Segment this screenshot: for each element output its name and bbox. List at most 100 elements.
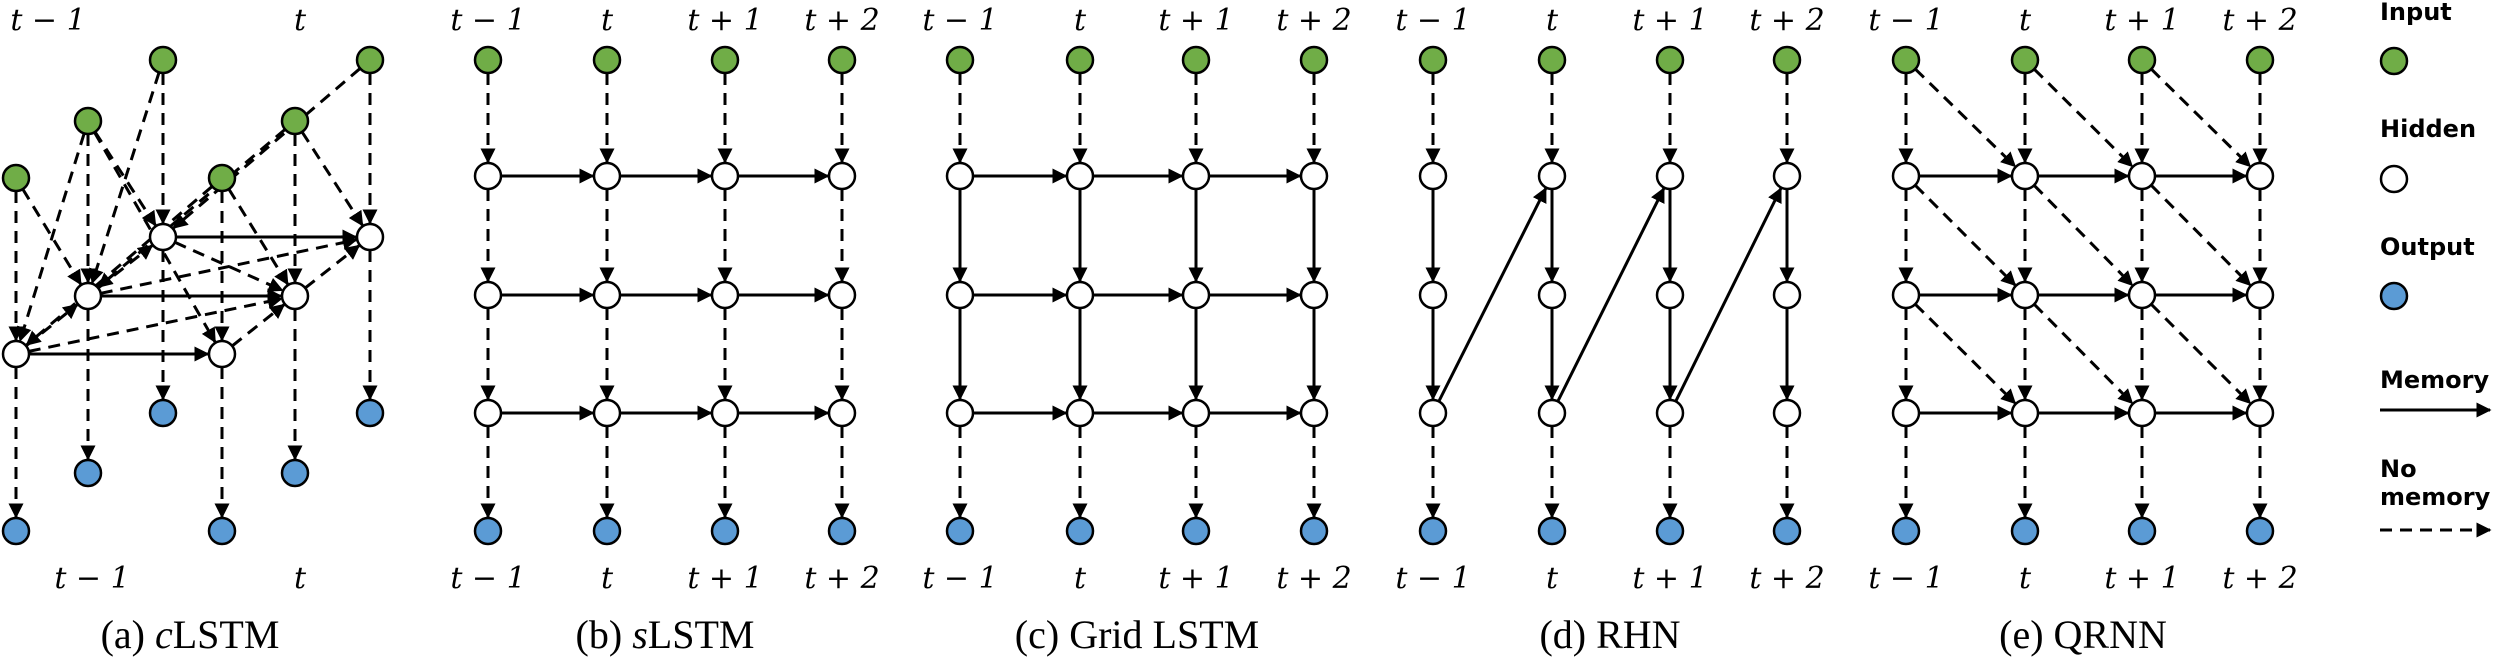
input-node xyxy=(945,45,975,75)
output-node xyxy=(1,516,31,546)
panel-e-time-labels: t − 1 t t + 1 t + 2 t − 1 t t + 1 t + 2 xyxy=(1868,3,2297,596)
hidden-node xyxy=(1299,398,1329,428)
input-node xyxy=(207,163,237,193)
no-memory-connection xyxy=(97,128,287,289)
time-label: t + 1 xyxy=(1158,561,1233,596)
hidden-node xyxy=(2127,398,2157,428)
hidden-node xyxy=(1891,161,1921,191)
legend-no-memory-label-2: memory xyxy=(2380,483,2491,511)
panel-b-time-labels: t − 1 t t + 1 t + 2 t − 1 t t + 1 t + 2 xyxy=(450,3,879,596)
input-node xyxy=(2245,45,2275,75)
output-node xyxy=(1181,516,1211,546)
hidden-node xyxy=(1655,398,1685,428)
edges-layer xyxy=(8,67,2268,519)
no-memory-connection xyxy=(304,244,361,290)
hidden-node xyxy=(2010,161,2040,191)
time-label: t xyxy=(1074,3,1087,38)
hidden-node xyxy=(827,161,857,191)
time-label: t − 1 xyxy=(1868,3,1943,38)
nodes-layer xyxy=(1,45,2275,546)
output-node xyxy=(355,398,385,428)
hidden-node xyxy=(1299,280,1329,310)
hidden-node xyxy=(1181,398,1211,428)
legend: Input Hidden Output Memory No memory xyxy=(2379,0,2492,538)
caption-a: (a) cLSTM xyxy=(101,612,280,657)
no-memory-connection xyxy=(1914,303,2017,405)
output-node xyxy=(148,398,178,428)
time-label: t + 1 xyxy=(1632,3,1707,38)
caption-b: (b) sLSTM xyxy=(576,612,755,657)
time-label: t xyxy=(601,561,614,596)
no-memory-connection xyxy=(300,131,364,227)
time-label: t + 1 xyxy=(1632,561,1707,596)
hidden-node xyxy=(280,281,310,311)
time-label: t + 2 xyxy=(804,561,879,596)
input-node xyxy=(1065,45,1095,75)
no-memory-connection xyxy=(1914,184,2017,287)
time-label: t − 1 xyxy=(450,561,525,596)
hidden-node xyxy=(1537,161,1567,191)
time-label: t xyxy=(2019,561,2032,596)
time-label: t + 2 xyxy=(1749,3,1824,38)
hidden-node xyxy=(1537,398,1567,428)
legend-no-memory-label-1: No xyxy=(2380,455,2417,483)
input-node xyxy=(2010,45,2040,75)
time-label: t xyxy=(294,561,307,596)
time-label: t xyxy=(2019,3,2032,38)
time-label: t + 1 xyxy=(2104,3,2179,38)
output-node xyxy=(2010,516,2040,546)
legend-output-swatch xyxy=(2379,281,2409,311)
hidden-node xyxy=(1537,280,1567,310)
no-memory-connection xyxy=(25,185,214,347)
input-node xyxy=(355,45,385,75)
hidden-node xyxy=(827,398,857,428)
hidden-node xyxy=(473,398,503,428)
time-label: t + 1 xyxy=(2104,561,2179,596)
hidden-node xyxy=(1065,398,1095,428)
output-node xyxy=(280,458,310,488)
no-memory-connection xyxy=(25,303,79,348)
output-node xyxy=(73,458,103,488)
output-node xyxy=(1891,516,1921,546)
output-node xyxy=(710,516,740,546)
hidden-node xyxy=(2127,280,2157,310)
hidden-node xyxy=(592,398,622,428)
caption-d: (d) RHN xyxy=(1539,612,1680,657)
time-label: t − 1 xyxy=(922,3,997,38)
hidden-node xyxy=(473,280,503,310)
hidden-node xyxy=(1891,398,1921,428)
no-memory-connection xyxy=(2033,303,2134,405)
hidden-node xyxy=(1299,161,1329,191)
hidden-node xyxy=(473,161,503,191)
hidden-node xyxy=(148,222,178,252)
no-memory-connection xyxy=(97,244,154,290)
hidden-node xyxy=(1655,280,1685,310)
no-memory-connection xyxy=(28,294,283,353)
hidden-node xyxy=(2245,398,2275,428)
time-label: t + 2 xyxy=(2222,3,2297,38)
hidden-node xyxy=(355,222,385,252)
output-node xyxy=(207,516,237,546)
time-label: t − 1 xyxy=(1395,3,1470,38)
no-memory-connection xyxy=(16,132,86,343)
output-node xyxy=(2127,516,2157,546)
input-node xyxy=(148,45,178,75)
output-node xyxy=(592,516,622,546)
no-memory-connection xyxy=(2150,184,2252,287)
input-node xyxy=(280,106,310,136)
legend-hidden-swatch xyxy=(2379,164,2409,194)
hidden-node xyxy=(1891,280,1921,310)
time-label: t − 1 xyxy=(922,561,997,596)
output-node xyxy=(473,516,503,546)
hidden-node xyxy=(1418,161,1448,191)
output-node xyxy=(1299,516,1329,546)
time-label: t xyxy=(1074,561,1087,596)
time-label: t − 1 xyxy=(54,561,129,596)
hidden-node xyxy=(945,280,975,310)
panel-d-time-labels: t − 1 t t + 1 t + 2 t − 1 t t + 1 t + 2 xyxy=(1395,3,1824,596)
hidden-node xyxy=(73,281,103,311)
time-label: t − 1 xyxy=(10,3,85,38)
hidden-node xyxy=(1065,280,1095,310)
hidden-node xyxy=(710,161,740,191)
